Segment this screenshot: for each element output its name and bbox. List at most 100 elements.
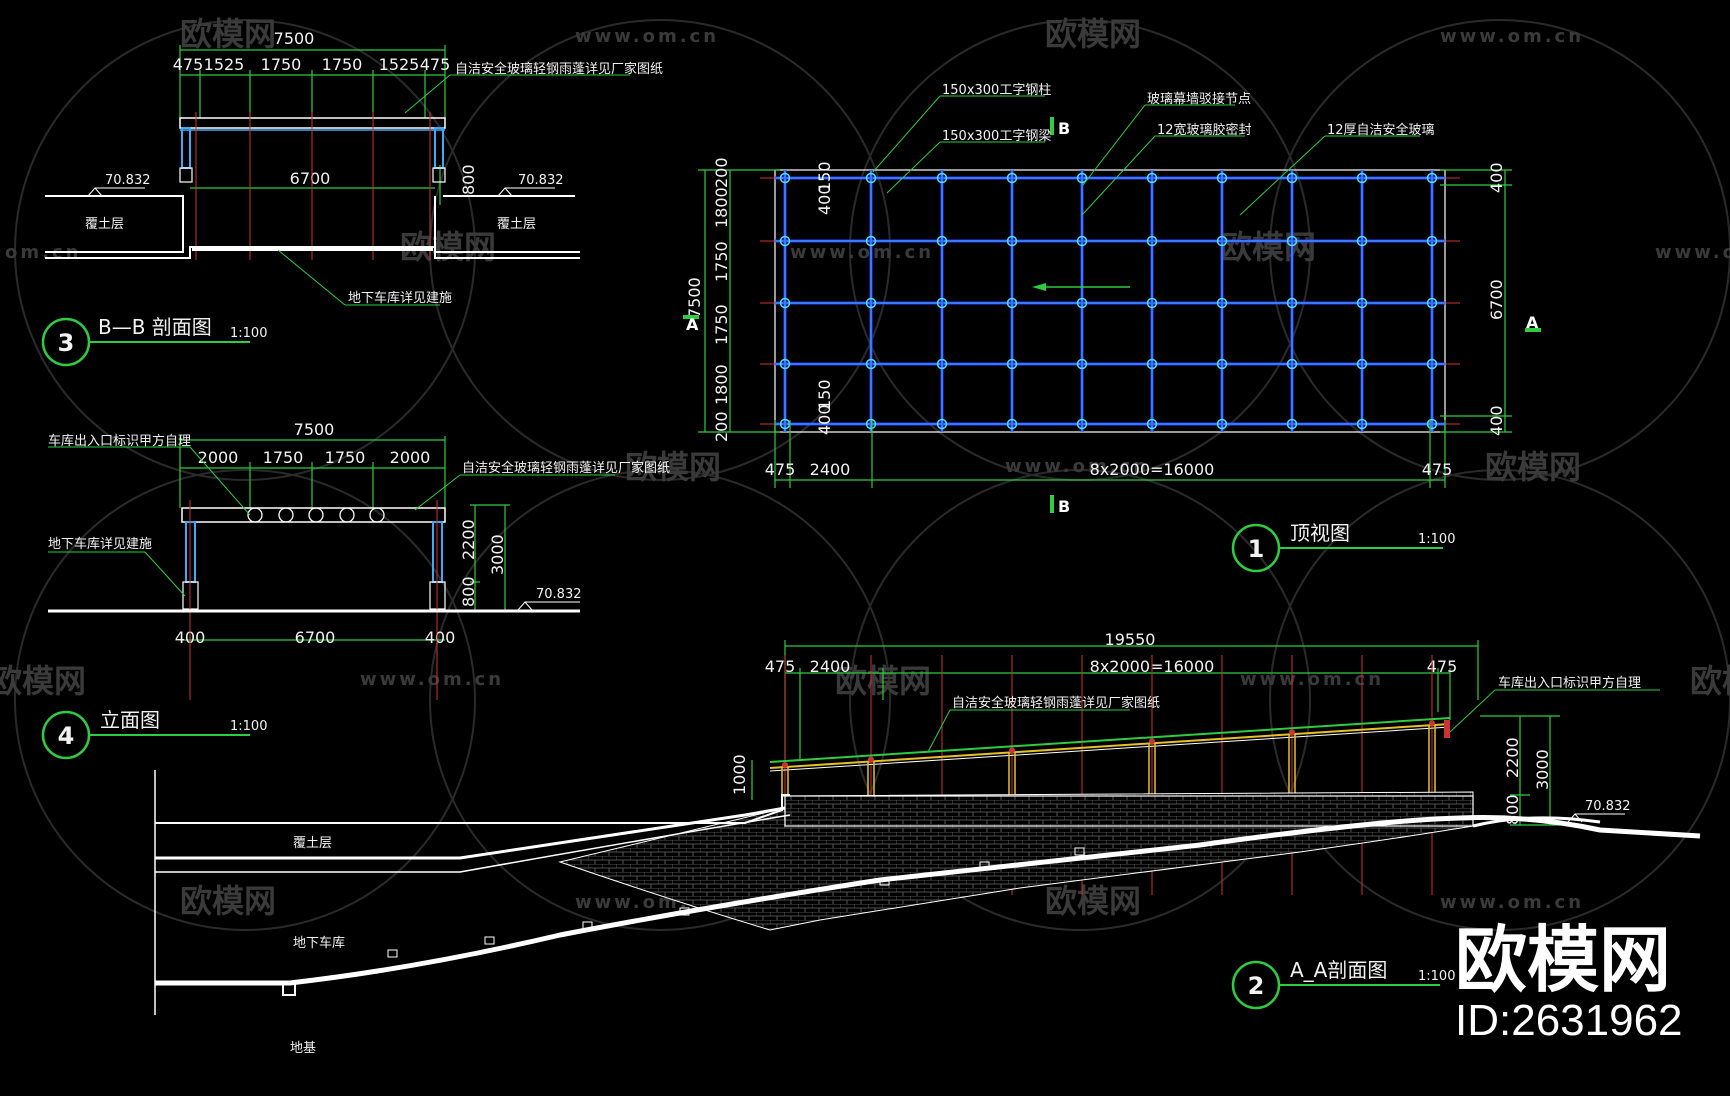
- watermark-brand: 欧模网: [1045, 15, 1141, 53]
- view1-number: 1: [1248, 535, 1265, 563]
- view2-note-roof: 自洁安全玻璃轻钢雨蓬详见厂家图纸: [952, 695, 1160, 711]
- view3-dim-height: 800: [459, 164, 478, 195]
- brand-id: ID:2631962: [1455, 996, 1683, 1045]
- view1-dim-bottom: 2400: [810, 460, 851, 479]
- watermark-url: www.om.cn: [360, 669, 504, 690]
- brand-logo-text: 欧模网: [1455, 918, 1671, 1002]
- view1-leaders: [872, 95, 1420, 216]
- view2-number: 2: [1248, 972, 1265, 1000]
- watermark-brand: 欧模网: [1485, 448, 1581, 486]
- view3-dim: 1525: [379, 55, 420, 74]
- spider-joint-node: [1216, 418, 1228, 430]
- view1-dim-right: 400: [1487, 162, 1506, 193]
- watermark-url: www.om.cn: [575, 26, 719, 47]
- view4-elevation: 70.832: [536, 587, 582, 602]
- view3-note-garage: 地下车库详见建施: [348, 290, 452, 306]
- spider-joint-node: [1146, 418, 1158, 430]
- spider-joint-node: [1426, 358, 1438, 370]
- spider-joint-node: [1286, 358, 1298, 370]
- view3-elevation-left: 70.832: [105, 173, 151, 188]
- view4-dimension-lines: [179, 436, 510, 641]
- view3-number: 3: [58, 329, 75, 357]
- view3-axis-lines: [195, 112, 431, 260]
- view3-dim: 1750: [261, 55, 302, 74]
- view1-dim-left: 1800: [712, 187, 731, 228]
- view3-elevation-right: 70.832: [518, 173, 564, 188]
- watermark-brand: 欧模网: [1045, 882, 1141, 920]
- view2-slab: [784, 795, 1474, 827]
- view2-title-block: [1231, 960, 1440, 1010]
- spider-joint-node: [1426, 418, 1438, 430]
- view1-title: 顶视图: [1290, 521, 1350, 545]
- view2-soil-label: 覆土层: [293, 836, 332, 851]
- spider-joint-node: [1146, 358, 1158, 370]
- view2-title: A_A剖面图: [1290, 958, 1387, 982]
- roof-node: [782, 762, 788, 769]
- view1-slope-arrow: [1032, 283, 1130, 291]
- view1-title-block: [1231, 523, 1443, 573]
- spider-joint-node: [1146, 172, 1158, 184]
- view4-axis-lines: [189, 500, 438, 700]
- watermark-brand: 欧模网: [180, 15, 276, 53]
- view1-dim-bottom: 8x2000=16000: [1090, 460, 1215, 479]
- view1-dim-inner: 400: [815, 184, 834, 215]
- view4-elevation: 7500 2000 1750 1750 2000 400 6700 400 22…: [41, 420, 670, 760]
- spider-joint-node: [865, 235, 877, 247]
- spider-joint-node: [1006, 358, 1018, 370]
- spider-joint-node: [779, 358, 791, 370]
- view3-dim: 475: [420, 55, 451, 74]
- view4-title: 立面图: [100, 708, 160, 732]
- view4-leaders: [48, 446, 615, 597]
- corner-brand: 欧模网 ID:2631962: [1455, 918, 1683, 1045]
- spider-joint-node: [1076, 358, 1088, 370]
- view1-section-a-left: A: [686, 315, 699, 334]
- view2-elevation: 70.832: [1585, 799, 1631, 814]
- view1-callout: 玻璃幕墙驳接节点: [1147, 91, 1251, 107]
- view2-dim: 475: [1427, 657, 1458, 676]
- view2-dim-total: 19550: [1105, 630, 1156, 649]
- view1-dim-left: 200: [712, 411, 731, 442]
- view1-dim-left: 200: [712, 157, 731, 188]
- view4-note-roof: 自洁安全玻璃轻钢雨蓬详见厂家图纸: [462, 460, 670, 476]
- view4-dim: 2000: [390, 448, 431, 467]
- view1-dim-bottom: 475: [765, 460, 796, 479]
- view4-dim-total: 7500: [294, 420, 335, 439]
- watermark-url: www.om.cn: [1440, 892, 1584, 913]
- view2-marks: [387, 847, 1085, 958]
- spider-joint-node: [1006, 418, 1018, 430]
- spider-joint-node: [1006, 297, 1018, 309]
- view1-callout: 150x300工字钢梁: [942, 129, 1051, 144]
- watermark-url: www.om.cn: [1240, 669, 1384, 690]
- view4-note-garage: 地下车库详见建施: [48, 536, 152, 552]
- view3-dim-span: 6700: [290, 169, 331, 188]
- view3-soil-label-left: 覆土层: [85, 217, 124, 232]
- spider-joint-node: [779, 172, 791, 184]
- watermark-brand: 欧模网: [0, 662, 86, 700]
- view1-dim-left: 1800: [712, 364, 731, 405]
- spider-joint-node: [936, 358, 948, 370]
- watermark-arcs: [14, 19, 1730, 931]
- view3-note-roof: 自洁安全玻璃轻钢雨蓬详见厂家图纸: [455, 61, 663, 77]
- view1-callout: 150x300工字钢柱: [942, 83, 1051, 98]
- spider-joint-node: [1076, 418, 1088, 430]
- watermarks: 欧模网 www.om.cn 欧模网 www.om.cn om.cn 欧模网 ww…: [0, 15, 1730, 920]
- watermark-brand: 欧模网: [1690, 662, 1730, 700]
- spider-joint-node: [865, 172, 877, 184]
- spider-joint-node: [1426, 235, 1438, 247]
- view1-scale: 1:100: [1418, 532, 1455, 547]
- view2-scale: 1:100: [1418, 969, 1455, 984]
- view3-scale: 1:100: [230, 326, 267, 341]
- view1-glass-grid: [775, 170, 1445, 432]
- view2-drain: [282, 982, 296, 996]
- view1-dim-left: 1750: [712, 241, 731, 282]
- view4-dim: 2000: [198, 448, 239, 467]
- view2-aa-section: 19550 475 2400 8x2000=16000 475 2200 300…: [154, 630, 1701, 1056]
- spider-joint-node: [779, 297, 791, 309]
- watermark-url: www.om.cn: [1005, 456, 1149, 477]
- view1-section-b-bottom: B: [1058, 497, 1070, 516]
- spider-joint-node: [936, 235, 948, 247]
- view2-dim: 2400: [810, 657, 851, 676]
- roof-node: [1289, 729, 1295, 736]
- view3-ground: [45, 195, 580, 259]
